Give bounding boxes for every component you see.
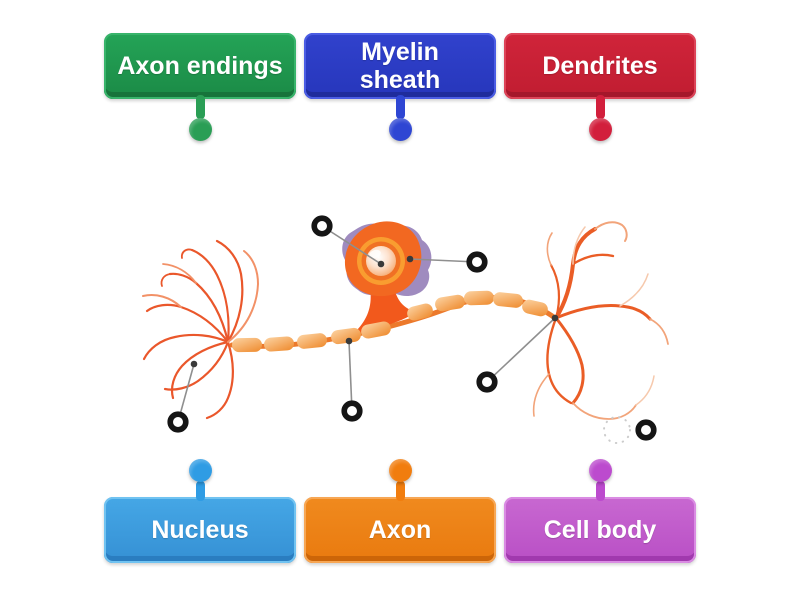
label-text: Myelin sheath bbox=[359, 38, 441, 94]
dashed-drop-hint bbox=[603, 416, 631, 444]
answer-spot-ring[interactable] bbox=[311, 215, 333, 237]
label-pin-stem bbox=[395, 481, 405, 501]
label-pin-ball bbox=[188, 118, 212, 141]
answer-spot-ring[interactable] bbox=[476, 371, 498, 393]
label-chip-axon[interactable]: Axon bbox=[304, 459, 496, 563]
target-dot bbox=[551, 314, 559, 322]
label-chip-nucleus[interactable]: Nucleus bbox=[104, 459, 296, 563]
label-pin-stem bbox=[195, 95, 205, 119]
label-text: Axon bbox=[368, 516, 432, 544]
leader-line bbox=[321, 225, 382, 265]
label-pin-stem bbox=[195, 481, 205, 501]
label-pin-stem bbox=[595, 95, 605, 119]
answer-spot-ring[interactable] bbox=[167, 411, 189, 433]
label-chip-dendrites[interactable]: Dendrites bbox=[504, 33, 696, 141]
label-pin-stem bbox=[595, 481, 605, 501]
label-pin-stem bbox=[395, 95, 405, 119]
label-pin-ball bbox=[388, 118, 412, 141]
label-pin-ball bbox=[188, 459, 212, 482]
label-pin-ball bbox=[588, 459, 612, 482]
label-pin-ball bbox=[588, 118, 612, 141]
label-text: Axon endings bbox=[117, 52, 283, 80]
label-chip-cell-body[interactable]: Cell body bbox=[504, 459, 696, 563]
dendrites-art bbox=[532, 221, 669, 420]
label-chip-myelin-sheath[interactable]: Myelin sheath bbox=[304, 33, 496, 141]
axon-terminals-art bbox=[142, 239, 260, 420]
axon-myelin-art bbox=[229, 286, 558, 353]
target-dot bbox=[190, 360, 198, 368]
answer-spots-layer bbox=[167, 215, 657, 444]
label-text: Nucleus bbox=[151, 516, 249, 544]
answer-spot-ring[interactable] bbox=[635, 419, 657, 441]
label-chip-axon-endings[interactable]: Axon endings bbox=[104, 33, 296, 141]
label-pin-ball bbox=[388, 459, 412, 482]
leader-line bbox=[348, 340, 353, 412]
target-dot bbox=[406, 255, 414, 263]
leader-line bbox=[486, 317, 556, 383]
target-dot bbox=[377, 260, 385, 268]
label-text: Cell body bbox=[543, 516, 657, 544]
answer-spot-ring[interactable] bbox=[466, 251, 488, 273]
label-text: Dendrites bbox=[542, 52, 658, 80]
leader-line bbox=[409, 258, 478, 263]
target-dot bbox=[345, 337, 353, 345]
answer-spot-ring[interactable] bbox=[341, 400, 363, 422]
